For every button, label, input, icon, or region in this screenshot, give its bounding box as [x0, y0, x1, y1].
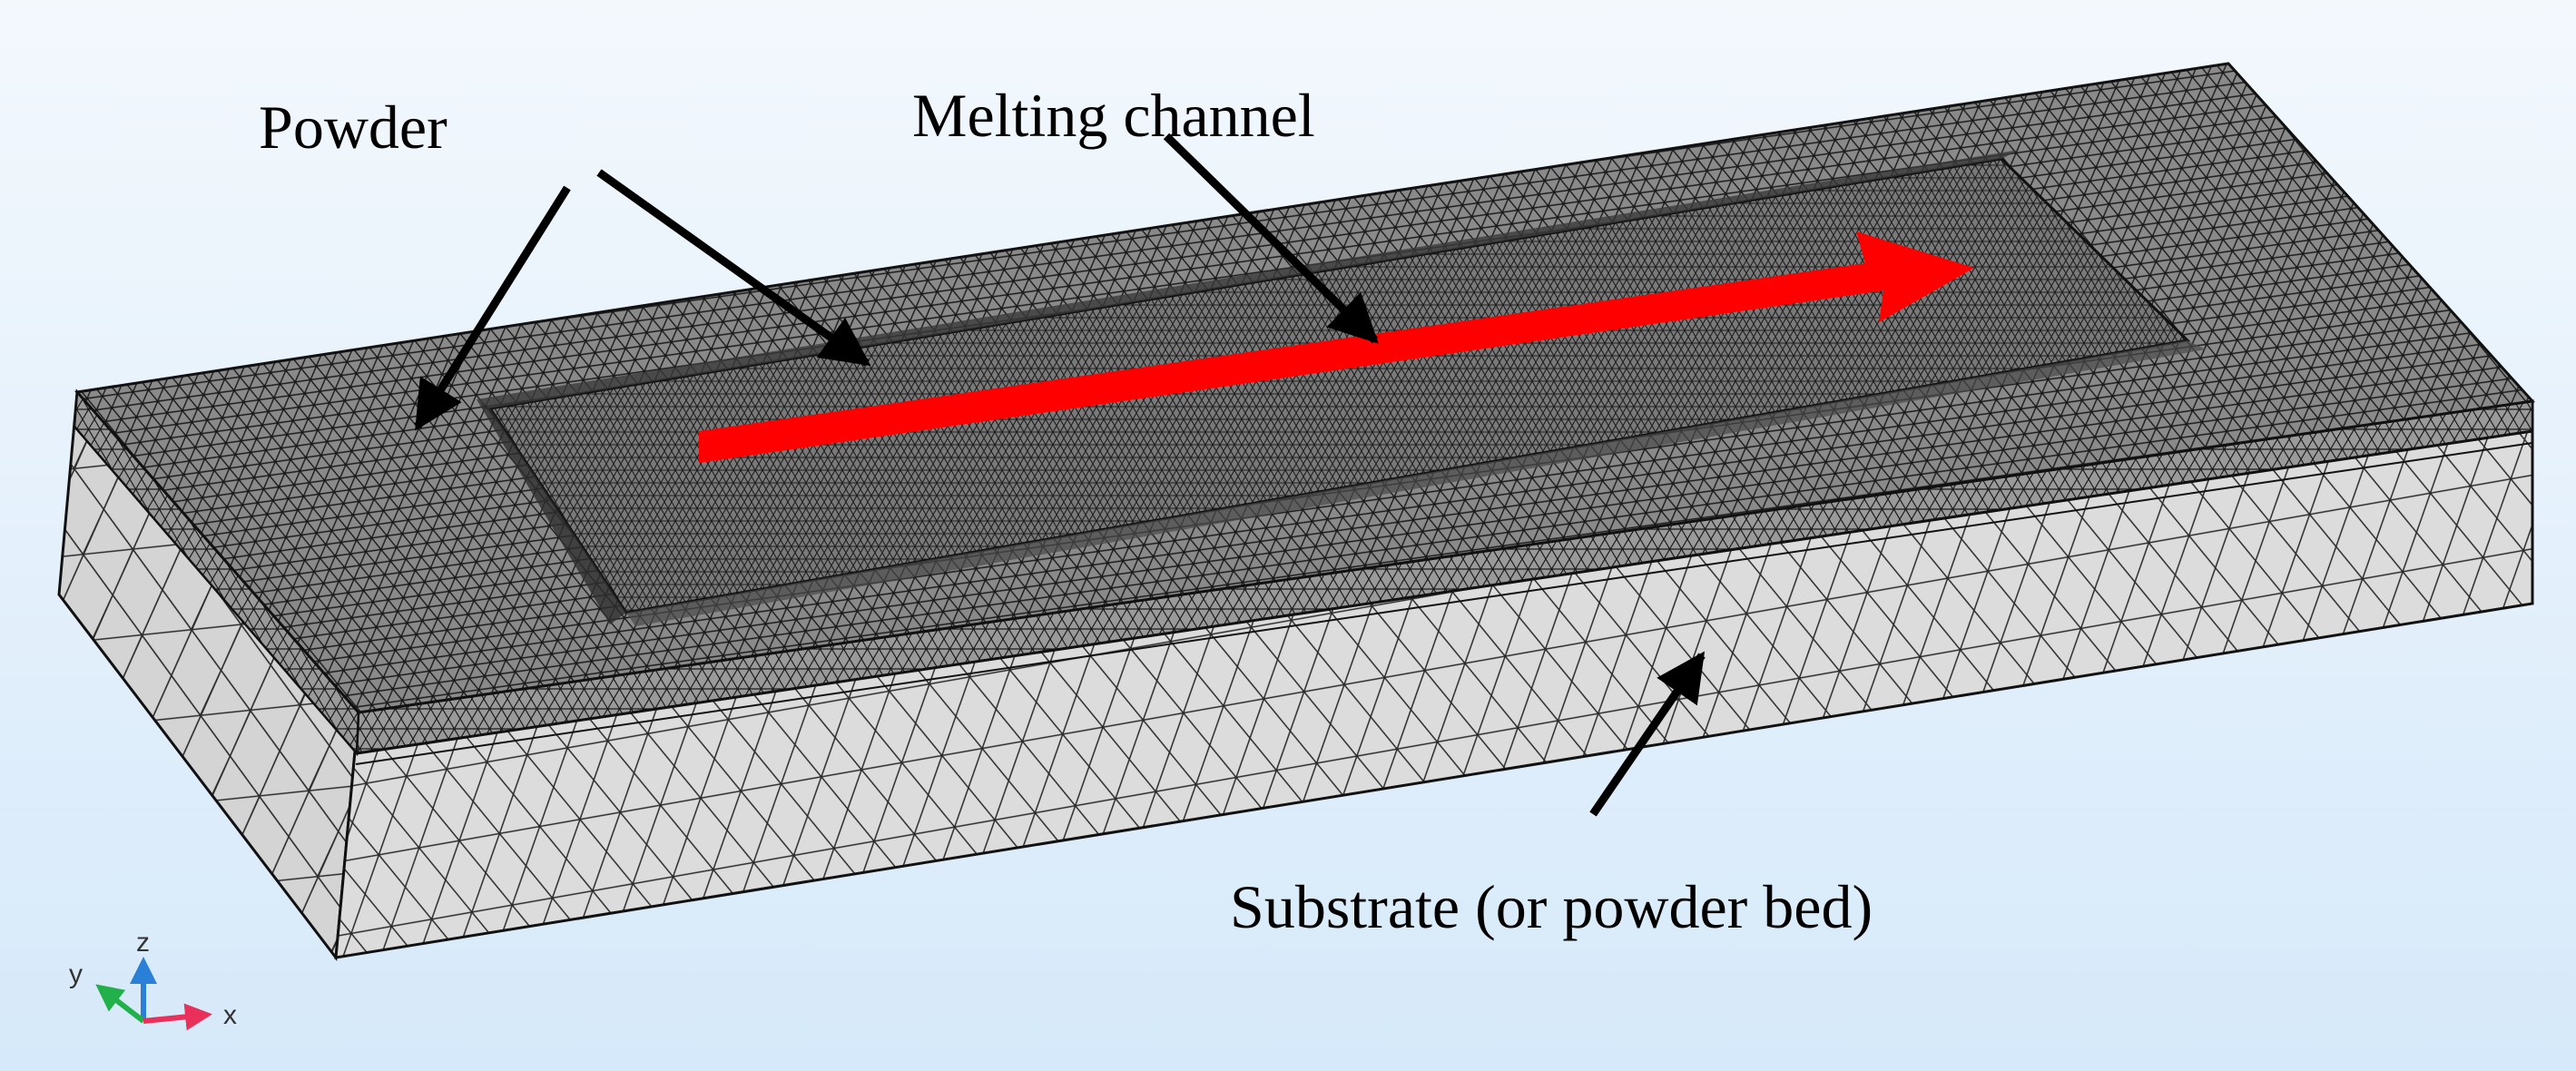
powder-leader-right	[596, 169, 871, 367]
axis-y-label: y	[69, 959, 83, 989]
axis-x-label: x	[223, 1000, 237, 1030]
mesh-block	[57, 62, 2535, 961]
axis-x-line	[143, 1003, 212, 1031]
red-arrow-icon	[699, 231, 1974, 463]
substrate-label: Substrate (or powder bed)	[1230, 872, 1873, 941]
substrate-leader	[1589, 651, 1706, 817]
powder-label: Powder	[259, 93, 447, 162]
melting-channel-leader	[1163, 133, 1379, 344]
axis-z-label: z	[136, 928, 150, 958]
axis-y-line	[95, 984, 145, 1024]
melting-channel-label: Melting channel	[912, 81, 1315, 150]
scan-direction-arrow	[699, 231, 1974, 463]
xyz-axis-icon: z y x	[69, 928, 237, 1031]
powder-leader-left	[414, 185, 571, 431]
leader-arrows	[414, 133, 1706, 817]
